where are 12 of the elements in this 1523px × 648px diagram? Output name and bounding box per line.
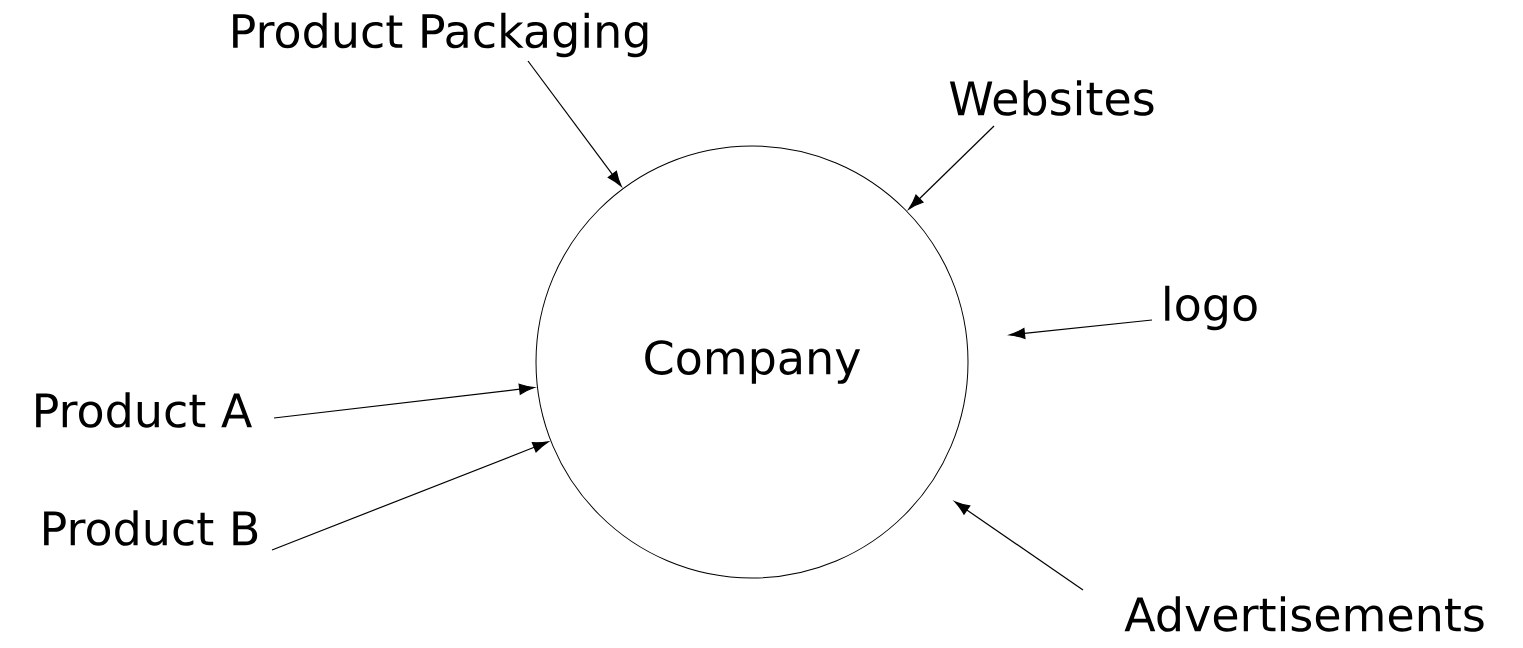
arrow: [1009, 319, 1153, 339]
arrow: [527, 60, 622, 187]
arrow: [271, 441, 549, 551]
arrow: [273, 383, 535, 419]
arrow: [954, 501, 1084, 591]
label-text: Product A: [36, 392, 252, 428]
label-text: logo: [1165, 285, 1257, 331]
arrow: [908, 125, 995, 210]
label-text: Websites: [949, 80, 1154, 116]
label-text: Product Packaging: [233, 12, 648, 58]
label-text: Advertisements: [1124, 596, 1484, 632]
label-text: Product B: [44, 510, 258, 546]
